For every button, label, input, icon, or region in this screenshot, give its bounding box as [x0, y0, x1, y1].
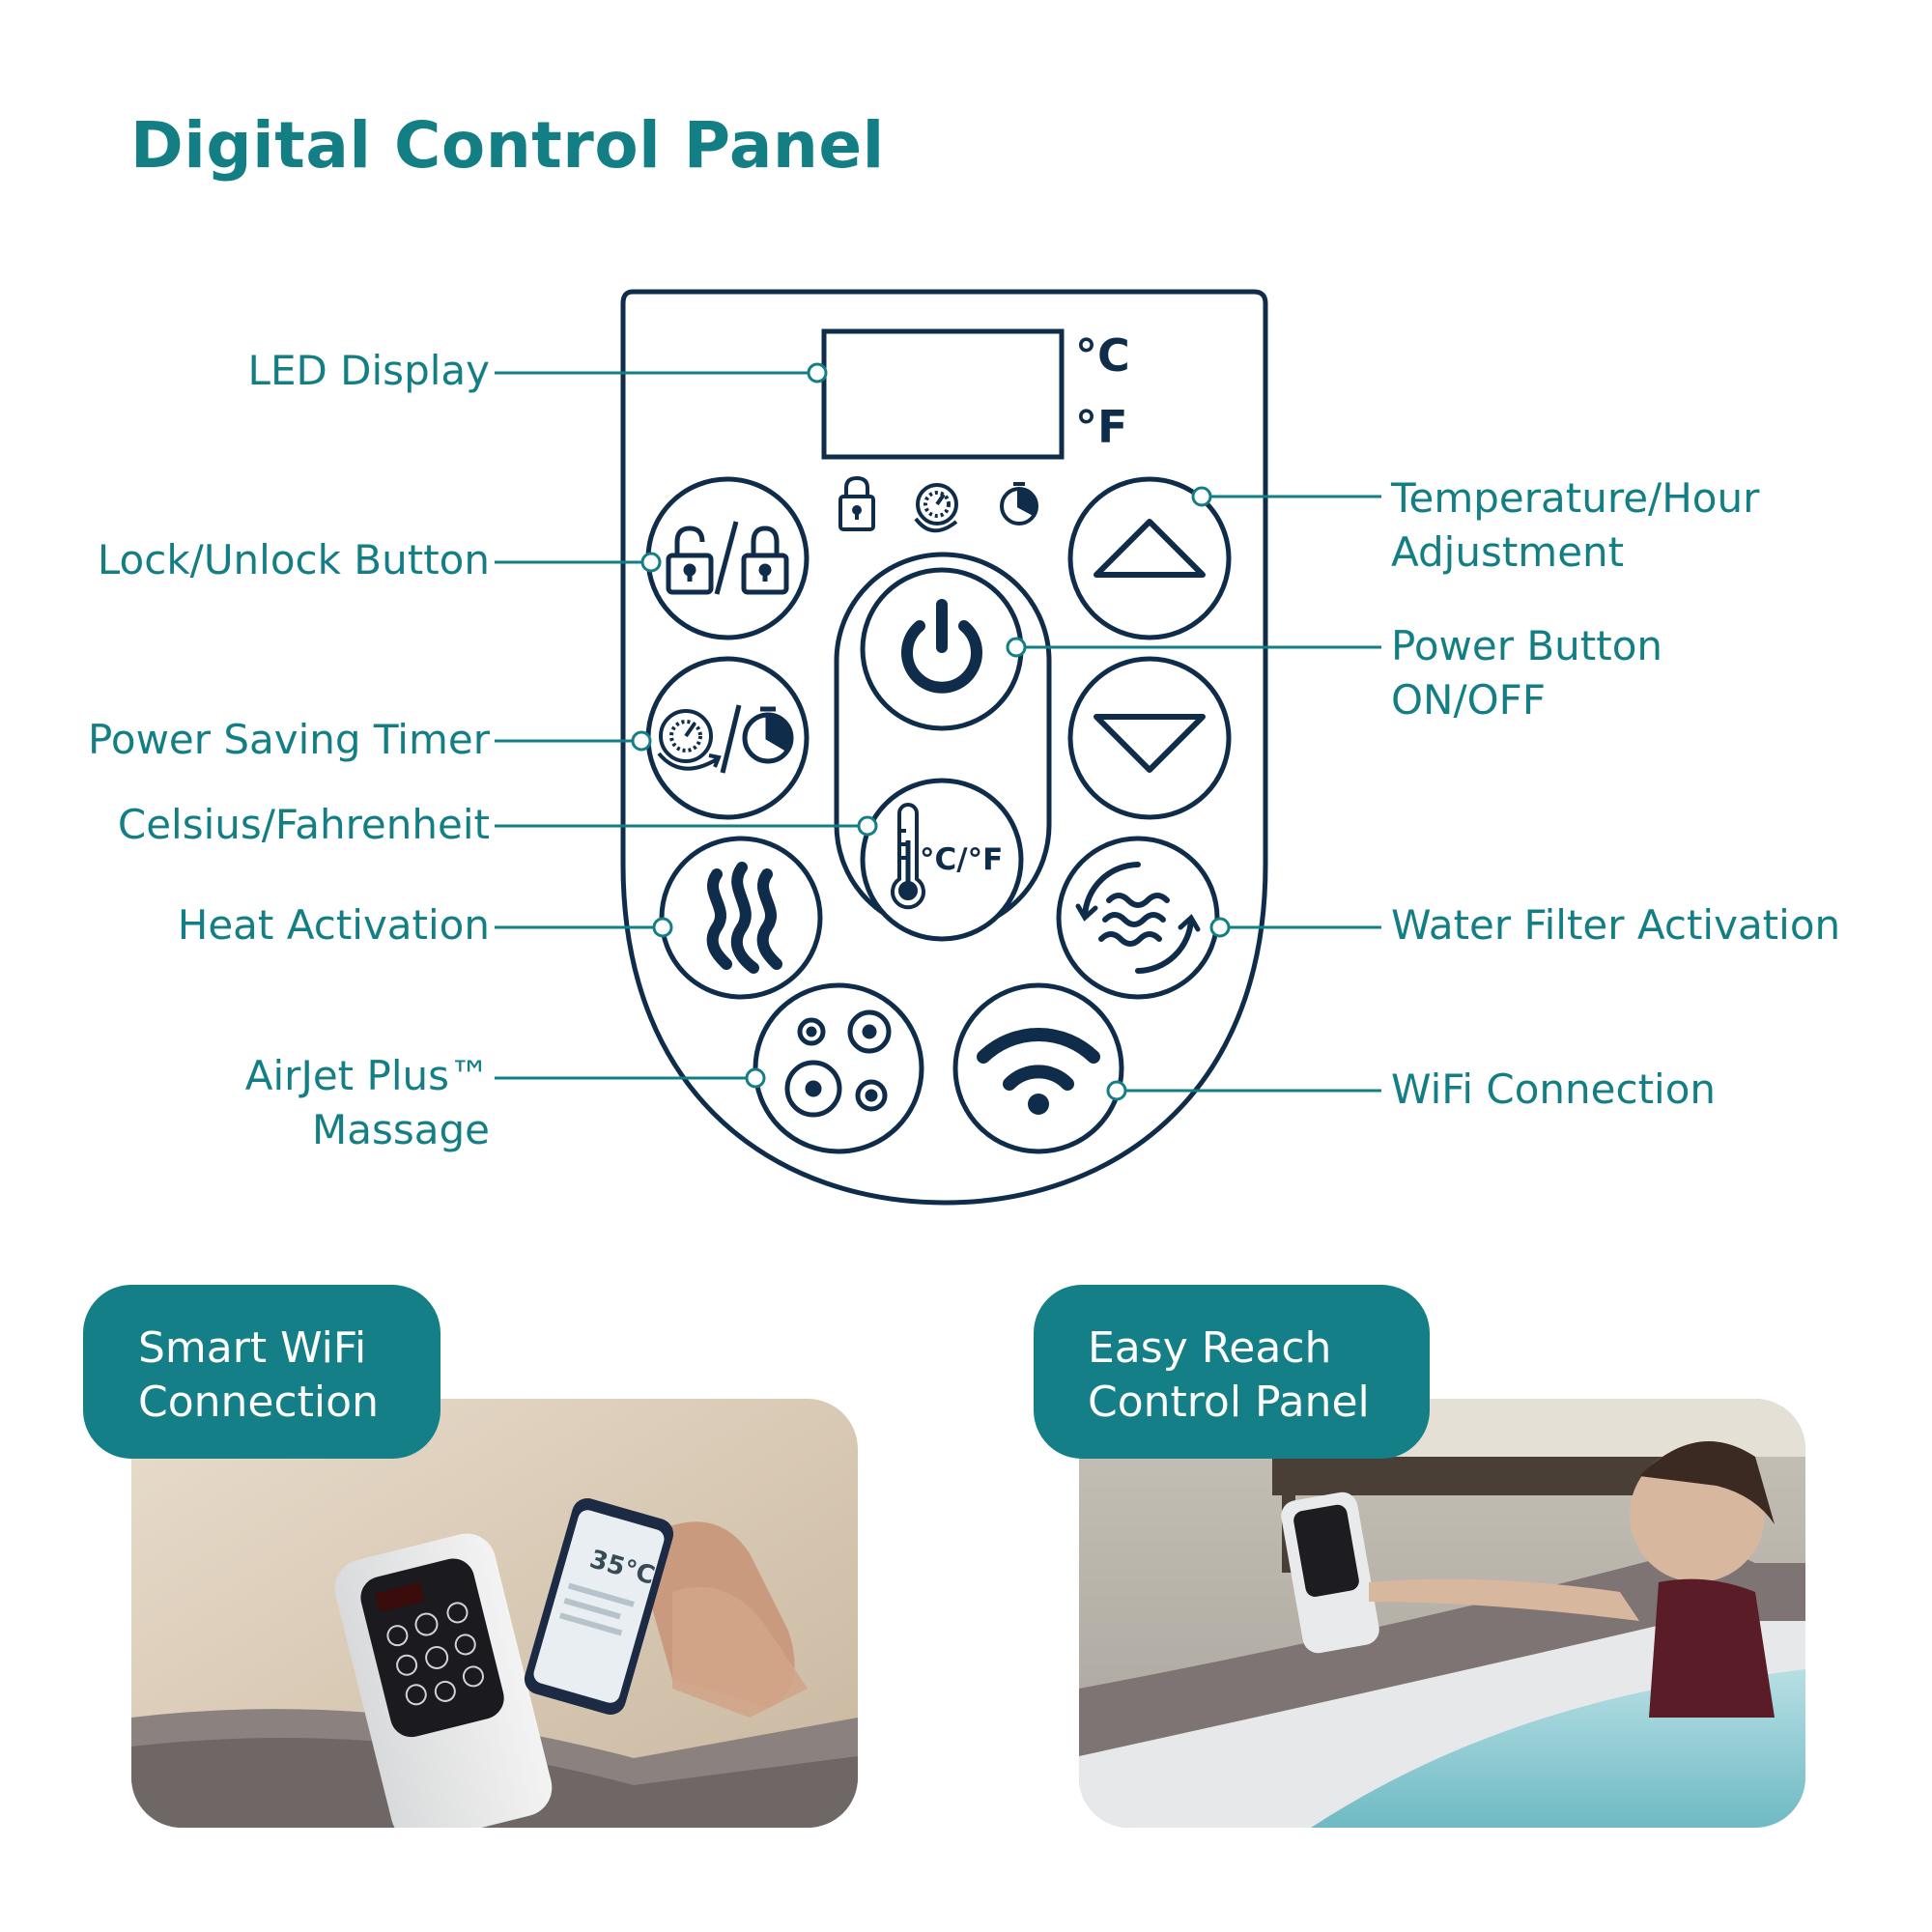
callout-celsius-fahrenheit: Celsius/Fahrenheit	[117, 801, 490, 848]
lock-indicator-icon	[838, 475, 875, 531]
spa-scene-illustration	[1079, 1399, 1805, 1828]
timer-indicator-icon	[1000, 482, 1038, 526]
wifi-button[interactable]	[952, 982, 1124, 1154]
temperature-up-button[interactable]	[1067, 476, 1232, 640]
triangle-up-icon	[1094, 519, 1206, 578]
lock-unlock-button[interactable]	[645, 476, 810, 640]
unlock-icon	[666, 526, 714, 595]
wifi-scene-illustration: 35°C	[131, 1399, 858, 1828]
lock-icon	[741, 526, 789, 595]
power-saving-icon	[657, 709, 722, 771]
callout-temp-hour-adjustment: Temperature/Hour Adjustment	[1391, 474, 1760, 576]
heat-waves-icon	[706, 862, 782, 974]
triangle-down-icon	[1094, 714, 1206, 773]
unit-celsius: °C	[1075, 329, 1130, 382]
power-saving-timer-button[interactable]	[645, 656, 810, 820]
callout-power-saving-timer: Power Saving Timer	[88, 716, 490, 763]
power-saving-indicator-icon	[914, 483, 958, 533]
photo-smart-wifi: 35°C	[131, 1399, 858, 1828]
led-display	[821, 328, 1065, 460]
callout-wifi-connection: WiFi Connection	[1391, 1065, 1717, 1113]
power-icon	[901, 599, 982, 694]
bubbles-icon	[784, 1009, 892, 1118]
photo-easy-reach	[1079, 1399, 1805, 1828]
temperature-down-button[interactable]	[1067, 656, 1232, 820]
callout-power-button: Power Button ON/OFF	[1391, 622, 1663, 724]
callout-airjet-massage: AirJet Plus™ Massage	[244, 1052, 490, 1153]
callout-water-filter: Water Filter Activation	[1391, 901, 1841, 949]
badge-easy-reach: Easy Reach Control Panel	[1034, 1285, 1430, 1459]
page-title: Digital Control Panel	[130, 108, 885, 183]
callout-lines	[495, 362, 1381, 1101]
callout-heat-activation: Heat Activation	[177, 901, 490, 949]
unit-fahrenheit: °F	[1075, 401, 1127, 453]
filter-icon	[1075, 862, 1201, 974]
timer-icon	[742, 706, 794, 764]
celsius-fahrenheit-button[interactable]: °C/°F	[860, 778, 1024, 942]
water-filter-button[interactable]	[1056, 836, 1220, 1000]
control-panel-diagram: °C °F	[495, 289, 1381, 1206]
callout-lock-unlock: Lock/Unlock Button	[97, 536, 490, 583]
callout-led-display: LED Display	[247, 347, 490, 394]
thermometer-icon	[891, 803, 925, 910]
airjet-massage-button[interactable]	[753, 982, 924, 1154]
heat-activation-button[interactable]	[659, 836, 823, 1000]
badge-smart-wifi: Smart WiFi Connection	[83, 1285, 440, 1459]
power-button[interactable]	[860, 567, 1024, 731]
cf-label: °C/°F	[920, 842, 1003, 877]
wifi-icon	[977, 1028, 1100, 1091]
